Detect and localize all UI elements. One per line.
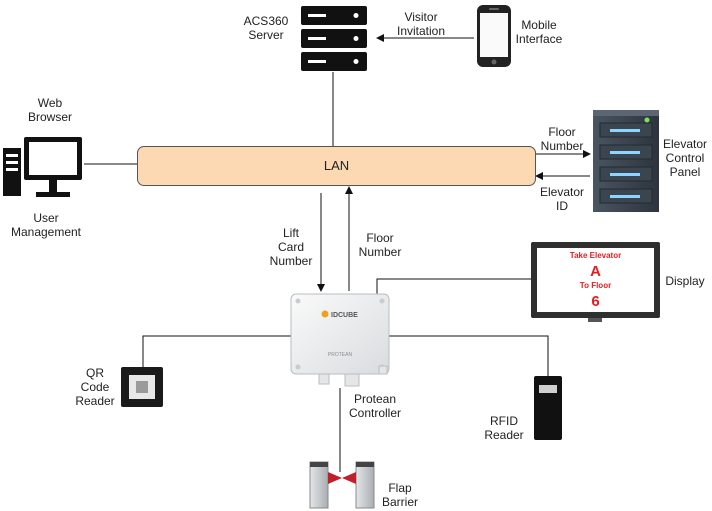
display-icon: Take Elevator A To Floor 6 (531, 242, 660, 322)
user-management-label: User Management (10, 211, 82, 239)
server-icon (301, 6, 367, 71)
floor-number-to-panel-label: Floor Number (540, 125, 584, 153)
flap-barrier-label: Flap Barrier (381, 481, 418, 509)
rfid-reader-label: RFID Reader (484, 414, 524, 442)
controller-device-text: PROTEAN (328, 352, 353, 358)
display-label: Display (665, 274, 705, 288)
mobile-label: Mobile Interface (515, 18, 563, 46)
web-browser-label: Web Browser (27, 96, 72, 124)
display-line-1: Take Elevator (570, 251, 621, 260)
controller-logo-text: IDCUBE (331, 312, 358, 319)
computer-icon (3, 137, 82, 197)
edge-controller-rfid (389, 335, 549, 376)
elevator-control-panel-label: Elevator Control Panel (662, 137, 708, 179)
mobile-phone-icon (477, 5, 511, 67)
floor-number-to-lan-label: Floor Number (358, 231, 402, 259)
elevator-id-label: Elevator ID (539, 185, 585, 213)
qr-reader-icon (121, 367, 163, 407)
qr-reader-label: QR Code Reader (75, 366, 115, 408)
display-line-3: To Floor (580, 281, 611, 290)
lan-bar: LAN (137, 146, 536, 186)
rfid-reader-icon (534, 376, 562, 440)
controller-icon: IDCUBE PROTEAN (290, 293, 390, 387)
edge-controller-display (376, 278, 533, 296)
flap-barrier-icon (309, 461, 375, 509)
server-label: ACS360 Server (243, 14, 289, 42)
lift-card-number-label: Lift Card Number (269, 226, 313, 268)
lan-label: LAN (323, 158, 350, 173)
visitor-invitation-label: Visitor Invitation (396, 10, 446, 38)
controller-label: Protean Controller (348, 392, 402, 420)
elevator-control-panel-icon (593, 110, 659, 212)
display-line-2: A (590, 263, 601, 280)
display-line-4: 6 (591, 293, 599, 310)
edge-qr-controller (142, 335, 291, 367)
